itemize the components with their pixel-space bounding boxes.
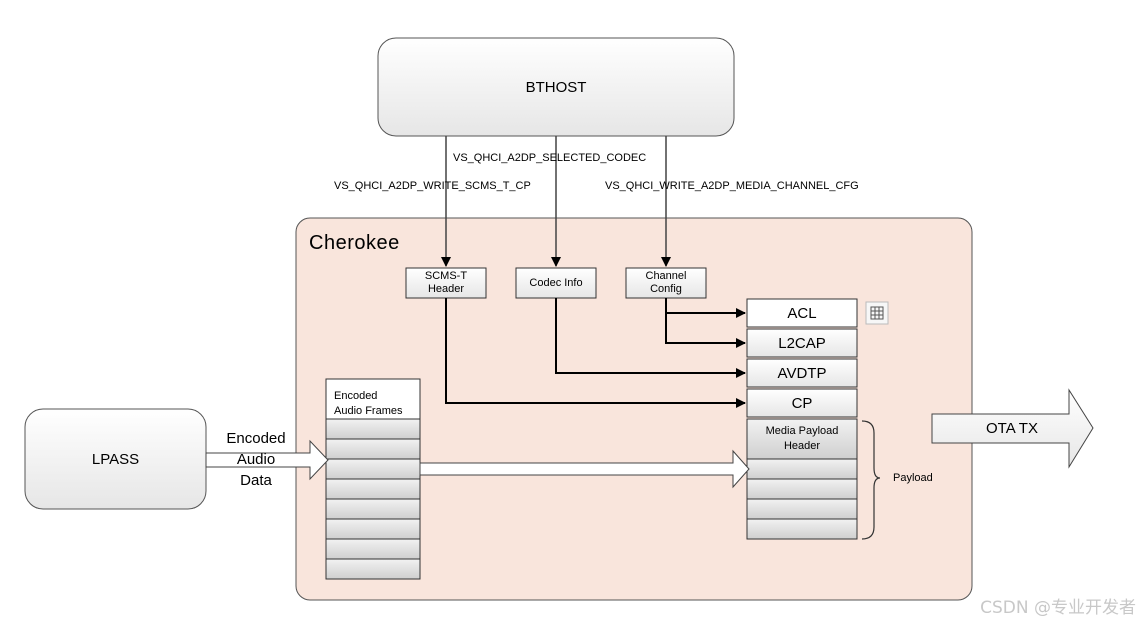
cp-label: CP	[791, 394, 813, 412]
watermark: CSDN @专业开发者	[980, 598, 1136, 618]
l2cap-box	[746, 328, 858, 358]
encoded-audio-frames-box	[325, 378, 421, 420]
media-payload-header-label: Media Payload Header	[765, 425, 839, 452]
encoded-audio-frames-label: Encoded Audio Frames	[334, 390, 403, 417]
avdtp-box	[746, 358, 858, 388]
acl-box	[746, 298, 858, 328]
payload-cell	[746, 478, 858, 500]
avdtp-label: AVDTP	[777, 364, 827, 382]
media-payload-header-box	[746, 418, 858, 460]
cp-box	[746, 388, 858, 418]
write-scms-t-cp-command: VS_QHCI_A2DP_WRITE_SCMS_T_CP	[334, 180, 531, 192]
ota-tx-arrow	[931, 388, 1094, 469]
selected-codec-command: VS_QHCI_A2DP_SELECTED_CODEC	[453, 152, 647, 164]
scms-t-header-label: SCMS-T Header	[424, 270, 468, 295]
scms-to-cp-line	[445, 298, 746, 408]
scms-t-header-box	[405, 267, 487, 299]
encoded-audio-data-label: Encoded Audio Data	[226, 429, 286, 489]
payload-brace	[861, 420, 881, 540]
lpass-label: LPASS	[91, 450, 140, 468]
payload-label: Payload	[893, 472, 933, 484]
codec-info-box	[515, 267, 597, 299]
cherokee-title: Cherokee	[309, 232, 400, 254]
payload-cell	[746, 518, 858, 540]
codec-to-avdtp-line	[555, 298, 746, 378]
payload-cell	[746, 498, 858, 520]
encoded-frames-cells	[325, 418, 421, 580]
channel-to-l2cap-line	[665, 313, 746, 348]
write-media-channel-cfg-command: VS_QHCI_WRITE_A2DP_MEDIA_CHANNEL_CFG	[605, 180, 859, 192]
payload-cell	[746, 458, 858, 480]
frames-to-payload-arrow	[419, 449, 750, 489]
lpass-to-frames-arrow	[205, 439, 329, 481]
bthost-label: BTHOST	[525, 78, 587, 96]
codec-info-label: Codec Info	[529, 276, 583, 289]
screenshot-frame-icon[interactable]	[865, 301, 889, 325]
l2cap-label: L2CAP	[778, 334, 826, 352]
acl-label: ACL	[787, 304, 817, 322]
ota-tx-label: OTA TX	[986, 420, 1038, 437]
channel-config-label: Channel Config	[645, 270, 687, 295]
